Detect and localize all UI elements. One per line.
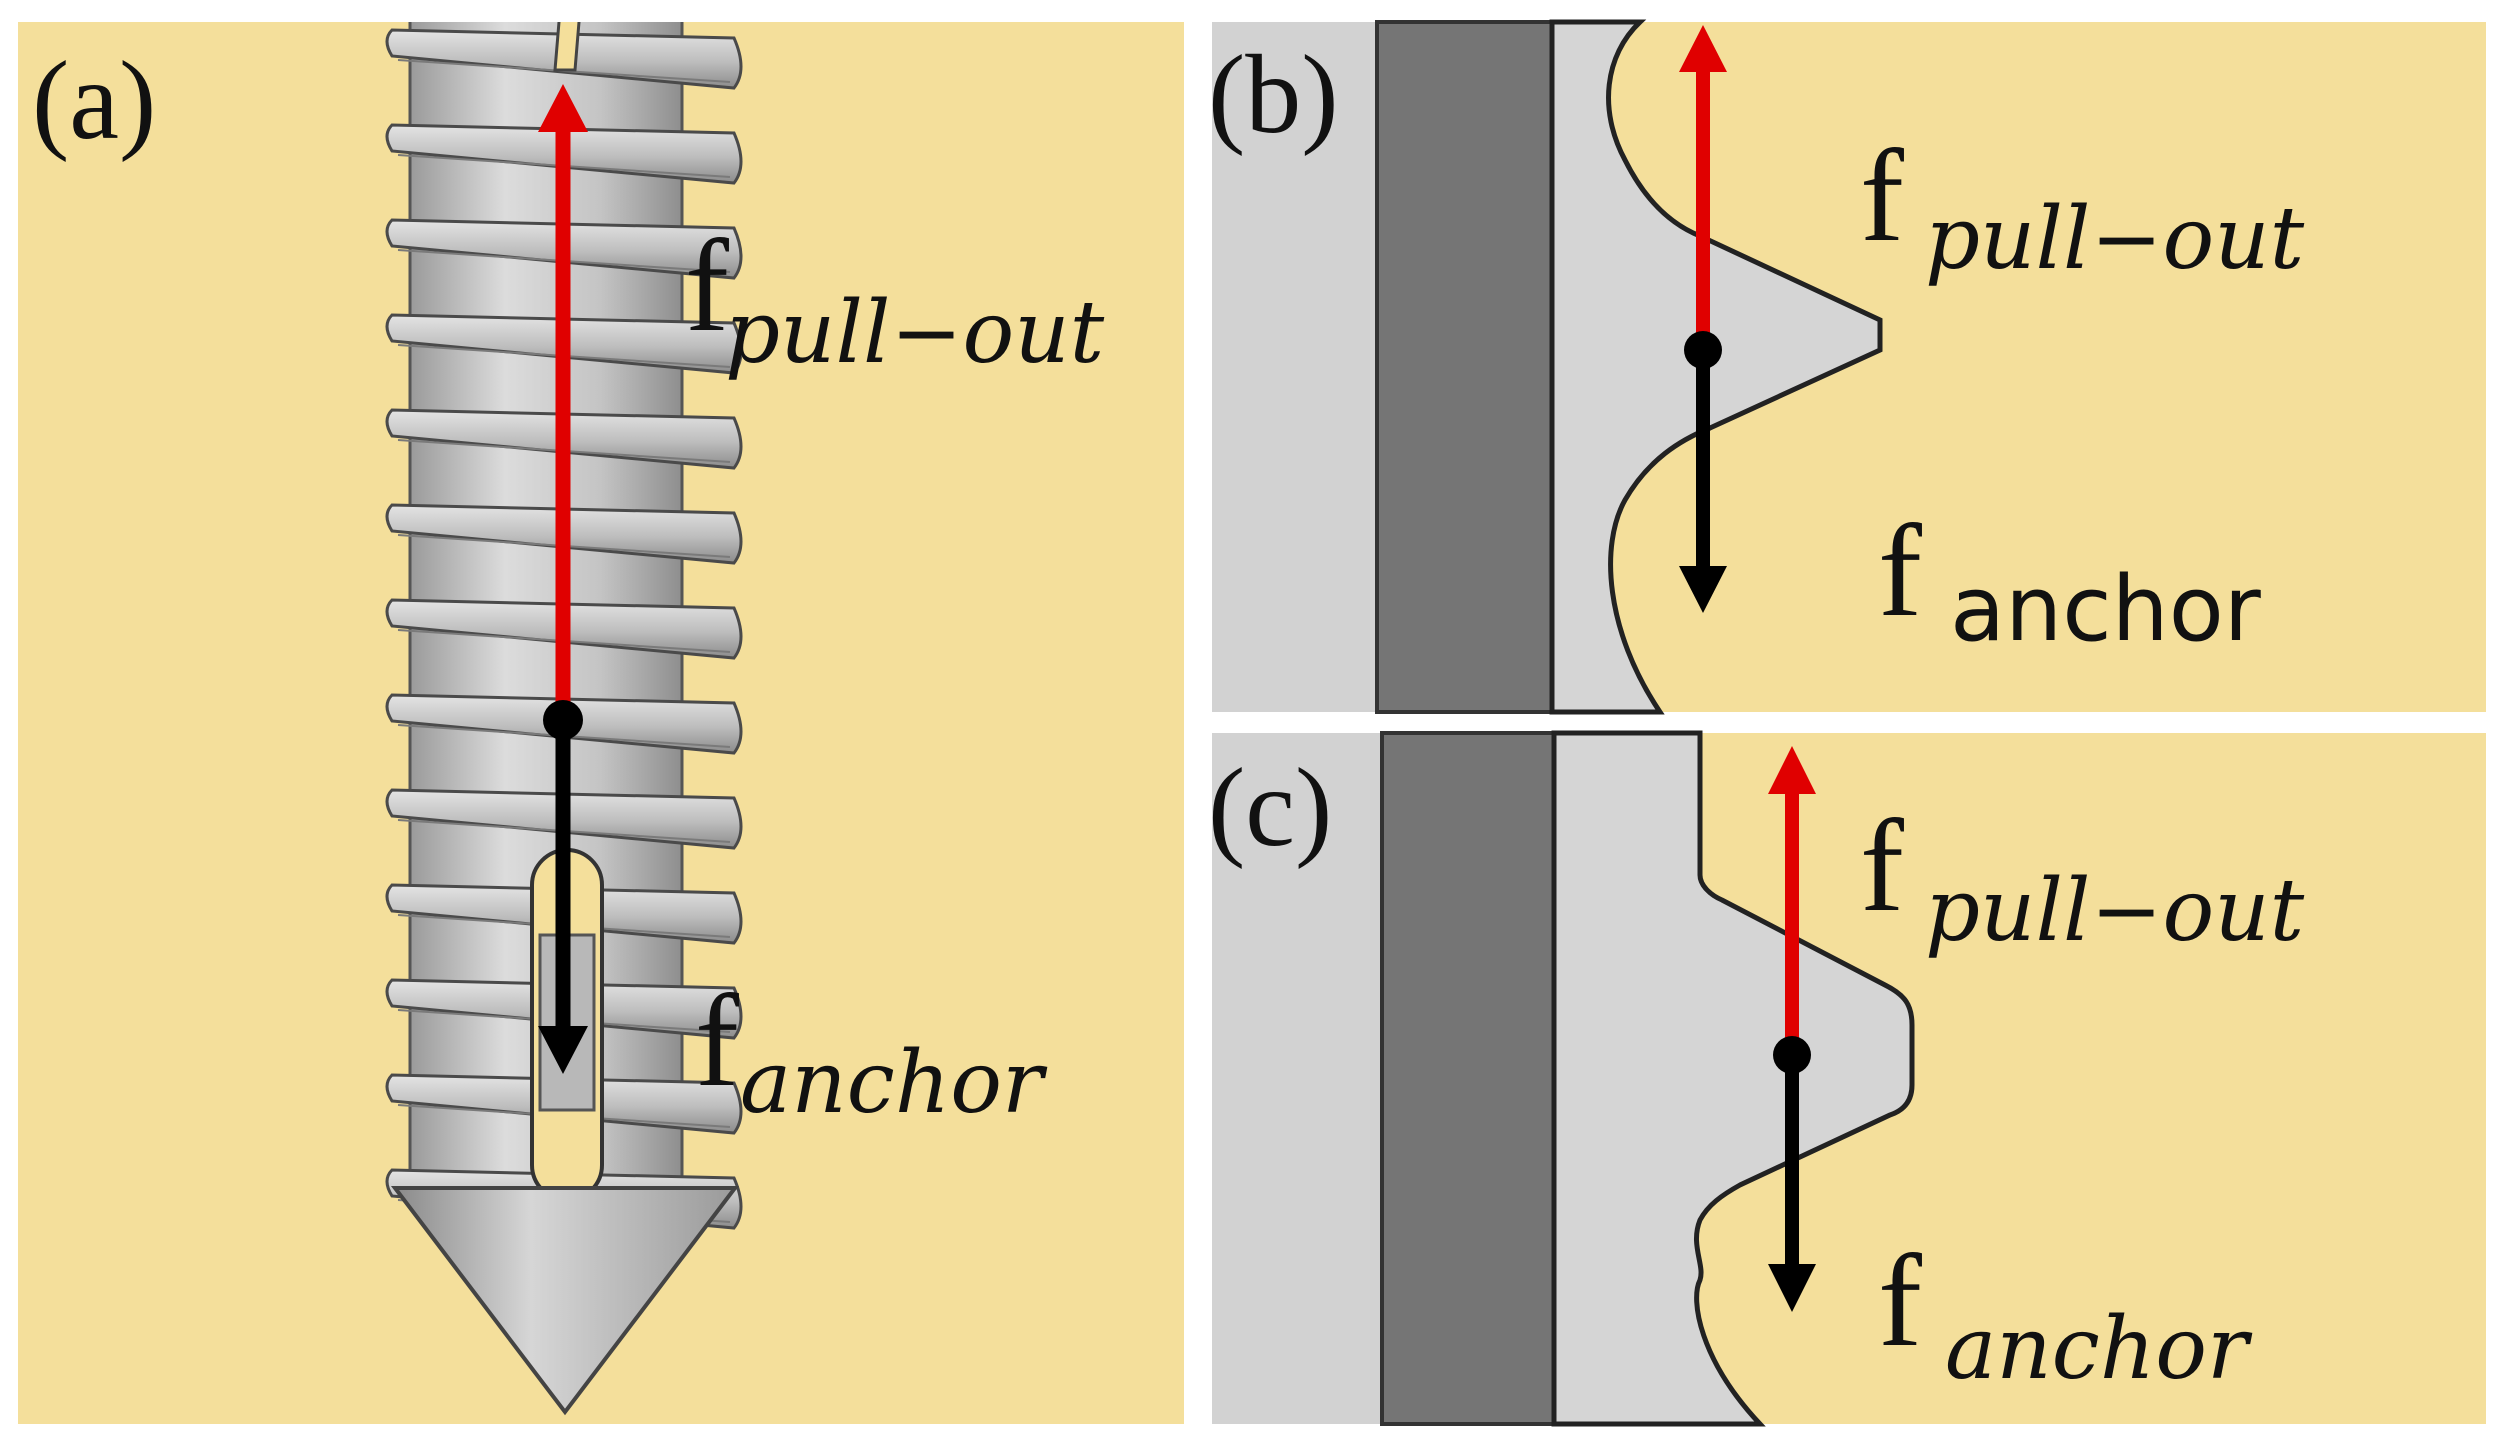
panel-a-pull-out-subscript: pull−out xyxy=(725,283,1105,383)
implant-core-band xyxy=(1375,20,1554,714)
panel-a-anchor-subscript: anchor xyxy=(740,1033,1048,1133)
force-origin-point xyxy=(1684,331,1722,369)
panel-b-anchor-subscript: anchor xyxy=(1950,557,2261,662)
anchor-arrowhead xyxy=(1768,1264,1816,1312)
panel-b-pull-out-subscript: pull−out xyxy=(1925,189,2305,289)
panel-c: (c) f pull−out f anchor xyxy=(1208,730,2486,1427)
pull-out-arrowhead xyxy=(538,84,588,132)
panel-c-anchor-subscript: anchor xyxy=(1945,1299,2253,1399)
panel-a: (a) f pull−out f anchor xyxy=(18,22,1184,1424)
panel-a-label: (a) xyxy=(32,39,156,163)
anchor-arrowhead xyxy=(538,1026,588,1074)
panel-b-label: (b) xyxy=(1208,33,1339,157)
panel-a-anchor-symbol: f xyxy=(695,967,739,1114)
panel-a-pull-out-symbol: f xyxy=(685,212,729,359)
panel-c-anchor-symbol: f xyxy=(1878,1227,1922,1374)
pull-out-arrowhead xyxy=(1679,25,1727,72)
implant-outer-wall xyxy=(1212,22,1377,712)
screw-head-notch xyxy=(553,22,581,72)
panel-b: (b) f pull−out f anchor xyxy=(1208,19,2486,715)
panel-c-pull-out-subscript: pull−out xyxy=(1925,861,2305,961)
screw-tip xyxy=(390,1186,740,1416)
panel-b-anchor-symbol: f xyxy=(1878,497,1922,644)
force-origin-point xyxy=(543,700,583,740)
panel-c-pull-out-symbol: f xyxy=(1860,792,1904,939)
implant-core-band xyxy=(1380,731,1556,1426)
panel-b-pull-out-symbol: f xyxy=(1860,122,1904,269)
anchor-arrowhead xyxy=(1679,566,1727,613)
panel-c-label: (c) xyxy=(1208,746,1332,870)
implant-outer-wall xyxy=(1212,733,1382,1424)
force-origin-point xyxy=(1773,1036,1811,1074)
thread-profile xyxy=(1551,730,1915,1427)
pull-out-arrowhead xyxy=(1768,746,1816,794)
